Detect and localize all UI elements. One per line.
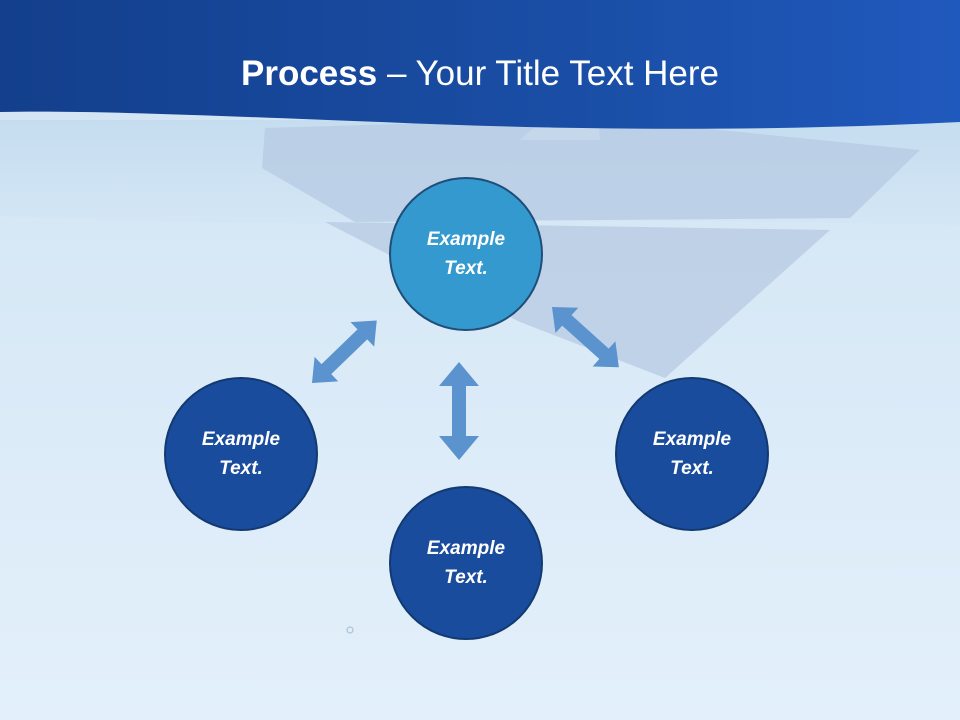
arrow-right-diagonal <box>552 307 619 368</box>
process-node-top: Example Text. <box>389 177 543 331</box>
title-bold: Process <box>241 54 378 93</box>
arrow-center-vertical <box>439 362 479 460</box>
node-left-text: Example Text. <box>201 429 281 479</box>
node-top-text: Example Text. <box>426 229 506 279</box>
slide-title: Process – Your Title Text Here <box>0 52 960 96</box>
node-bottom-text: Example Text. <box>426 538 506 588</box>
title-rest: – Your Title Text Here <box>377 54 719 93</box>
process-node-bottom: Example Text. <box>389 486 543 640</box>
node-right-text: Example Text. <box>652 429 732 479</box>
arrow-left-diagonal <box>312 320 377 383</box>
process-node-right: Example Text. <box>615 377 769 531</box>
process-node-left: Example Text. <box>164 377 318 531</box>
